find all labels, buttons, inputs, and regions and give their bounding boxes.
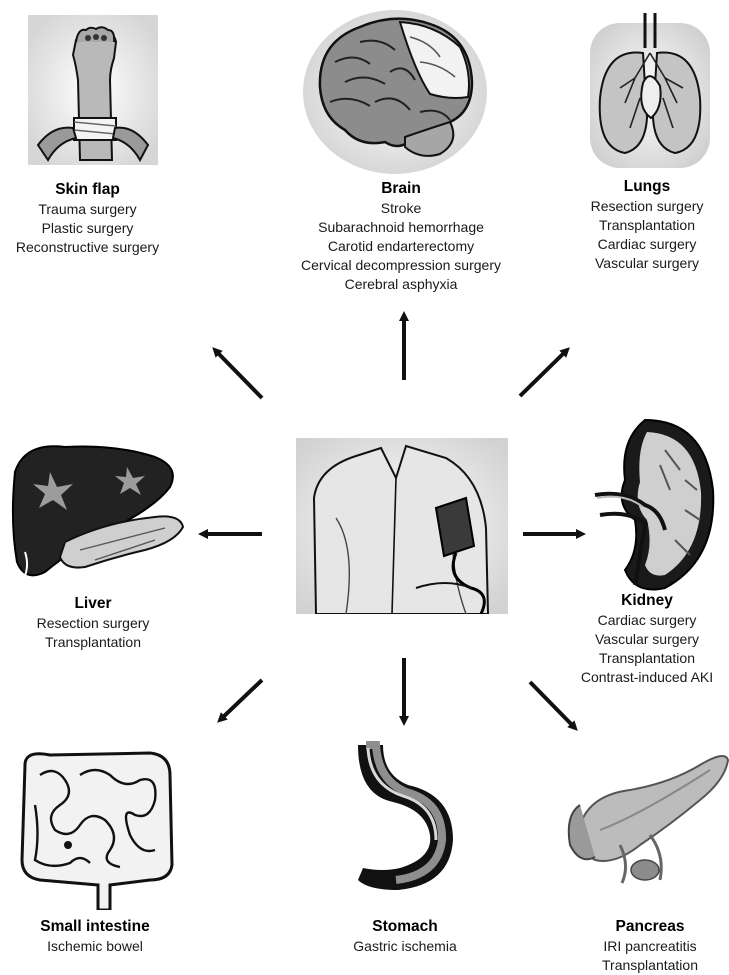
skin-flap-item: Trauma surgery <box>0 200 175 219</box>
small-intestine-item: Ischemic bowel <box>10 937 180 956</box>
brain-item: Carotid endarterectomy <box>270 237 532 256</box>
lungs-item: Transplantation <box>572 216 722 235</box>
skin-flap-title: Skin flap <box>0 180 175 200</box>
lungs-label: Lungs Resection surgery Transplantation … <box>572 177 722 273</box>
pancreas-title: Pancreas <box>580 917 720 937</box>
brain-label: Brain Stroke Subarachnoid hemorrhage Car… <box>270 179 532 294</box>
small-intestine-title: Small intestine <box>10 917 180 937</box>
stomach-title: Stomach <box>330 917 480 937</box>
kidney-item: Transplantation <box>567 649 727 668</box>
liver-item: Resection surgery <box>18 614 168 633</box>
skin-flap-item: Plastic surgery <box>0 219 175 238</box>
arrow-to-small-intestine <box>220 680 262 720</box>
arrow-to-skin-flap <box>215 350 262 398</box>
liver-item: Transplantation <box>18 633 168 652</box>
liver-title: Liver <box>18 594 168 614</box>
stomach-item: Gastric ischemia <box>330 937 480 956</box>
arrow-to-pancreas <box>530 682 575 728</box>
lungs-item: Resection surgery <box>572 197 722 216</box>
kidney-title: Kidney <box>567 591 727 611</box>
brain-item: Subarachnoid hemorrhage <box>270 218 532 237</box>
skin-flap-label: Skin flap Trauma surgery Plastic surgery… <box>0 180 175 257</box>
skin-flap-item: Reconstructive surgery <box>0 238 175 257</box>
kidney-item: Cardiac surgery <box>567 611 727 630</box>
arrow-to-lungs <box>520 350 567 396</box>
brain-title: Brain <box>270 179 532 199</box>
kidney-label: Kidney Cardiac surgery Vascular surgery … <box>567 591 727 687</box>
brain-item: Cervical decompression surgery <box>270 256 532 275</box>
pancreas-label: Pancreas IRI pancreatitis Transplantatio… <box>580 917 720 975</box>
stomach-label: Stomach Gastric ischemia <box>330 917 480 956</box>
lungs-item: Cardiac surgery <box>572 235 722 254</box>
brain-item: Stroke <box>270 199 532 218</box>
pancreas-item: Transplantation <box>580 956 720 975</box>
lungs-item: Vascular surgery <box>572 254 722 273</box>
small-intestine-label: Small intestine Ischemic bowel <box>10 917 180 956</box>
brain-item: Cerebral asphyxia <box>270 275 532 294</box>
liver-label: Liver Resection surgery Transplantation <box>18 594 168 652</box>
kidney-item: Vascular surgery <box>567 630 727 649</box>
lungs-title: Lungs <box>572 177 722 197</box>
pancreas-item: IRI pancreatitis <box>580 937 720 956</box>
kidney-item: Contrast-induced AKI <box>567 668 727 687</box>
